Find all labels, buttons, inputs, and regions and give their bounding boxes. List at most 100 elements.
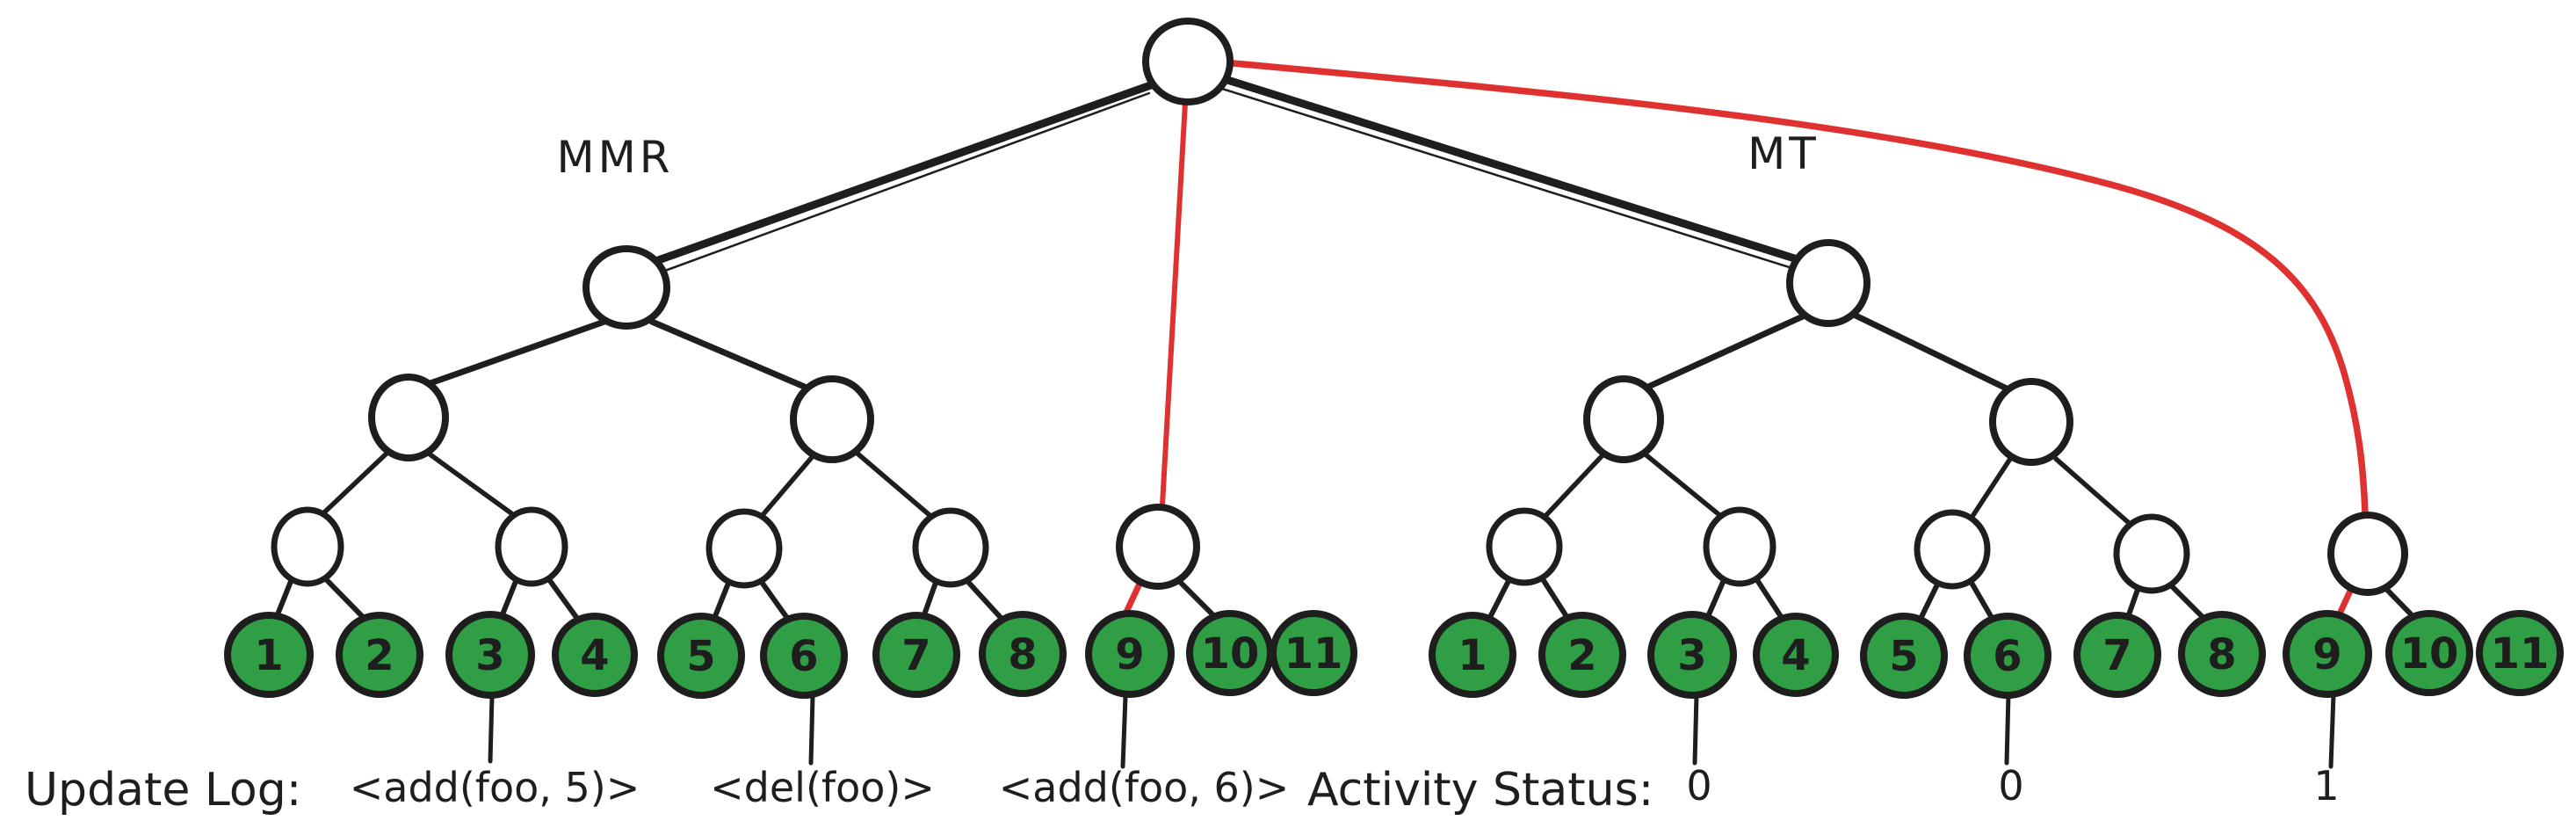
edge-mt-l4c-leaf5 bbox=[1916, 580, 1941, 625]
mt-leaf-8: 8 bbox=[2178, 611, 2266, 697]
mmr-leaves: 1 2 3 4 5 6 7 8 9 10 11 bbox=[224, 610, 1357, 699]
edge-mmr-l4a-leaf2 bbox=[322, 576, 368, 622]
activity-status-value-1: 0 bbox=[1686, 762, 1711, 810]
edge-mmr-peak-l3b bbox=[648, 318, 810, 391]
activity-status-value-2: 0 bbox=[1998, 762, 2023, 810]
mmr-l4-node-c bbox=[706, 508, 783, 589]
mmr-tree: 1 2 3 4 5 6 7 8 9 10 11 bbox=[224, 245, 1357, 699]
mmr-leaf-3-label: 3 bbox=[475, 631, 504, 680]
edge-mt-l4b-leaf3 bbox=[1704, 577, 1726, 623]
mmr-leaf-8-label: 8 bbox=[1008, 630, 1037, 679]
mt-leaf-1: 1 bbox=[1429, 612, 1516, 698]
edge-mmr-l4c-leaf6 bbox=[758, 578, 792, 623]
update-log-entry-1: <add(foo, 5)> bbox=[350, 764, 640, 811]
update-log: Update Log: <add(foo, 5)> <del(foo)> <ad… bbox=[25, 693, 1290, 817]
mt-leaf-5-label: 5 bbox=[1889, 632, 1918, 681]
mmr-leaf-6-label: 6 bbox=[789, 632, 818, 681]
edge-mt-l4c-leaf6 bbox=[1969, 580, 1997, 625]
edge-mt-root-l3b bbox=[1850, 311, 2014, 394]
edge-root-to-mt-root bbox=[1220, 75, 1807, 265]
edge-mt-l4d-leaf8 bbox=[2169, 584, 2210, 624]
mt-leaf-9: 9 bbox=[2283, 610, 2372, 698]
mt-leaf-7-label: 7 bbox=[2102, 631, 2131, 680]
edge-mt-root-l3a bbox=[1645, 313, 1806, 390]
edge-mmr-l4b-leaf3 bbox=[498, 577, 519, 621]
update-log-tick-leaf9 bbox=[1120, 693, 1128, 769]
mt-leaf-2: 2 bbox=[1538, 612, 1626, 698]
mmr-leaf-6: 6 bbox=[760, 613, 848, 699]
mmr-internal-nodes bbox=[271, 245, 1200, 590]
activity-status-value-3: 1 bbox=[2313, 762, 2339, 810]
mt-leaves: 1 2 3 4 5 6 7 8 9 10 11 bbox=[1429, 610, 2564, 699]
mt-l3-node-b bbox=[1989, 378, 2073, 466]
edge-mmr-l4a-leaf1 bbox=[273, 577, 294, 621]
mmr-leaf-5-label: 5 bbox=[686, 632, 715, 681]
activity-status-tick-leaf9 bbox=[2328, 692, 2336, 769]
mmr-leaf-9: 9 bbox=[1085, 610, 1175, 698]
edge-root-to-mt-root-sketch bbox=[1218, 86, 1799, 272]
mt-leaf-6: 6 bbox=[1964, 613, 2051, 699]
mt-leaf-3-label: 3 bbox=[1677, 631, 1706, 680]
activity-status: Activity Status: 0 0 1 bbox=[1307, 692, 2340, 817]
edge-mmr-peak-l3a bbox=[422, 318, 608, 388]
mt-l4-node-a bbox=[1486, 507, 1563, 586]
mt-leaf-4: 4 bbox=[1753, 613, 1839, 697]
edge-mt-l3a-l4a bbox=[1544, 453, 1605, 518]
edge-mmr-l3b-l4c bbox=[760, 453, 816, 518]
edge-mt-l4b-leaf4 bbox=[1755, 577, 1786, 623]
mmr-l4-node-d bbox=[912, 507, 989, 588]
mt-l3-node-a bbox=[1583, 375, 1664, 463]
mmr-l3-node-a bbox=[368, 374, 449, 461]
activity-status-label: Activity Status: bbox=[1307, 764, 1653, 817]
edge-mmr-l4d-leaf8 bbox=[964, 577, 1006, 623]
mmr-leaf-4: 4 bbox=[552, 613, 638, 697]
global-root-node bbox=[1142, 18, 1234, 105]
mt-internal-nodes bbox=[1486, 239, 2408, 596]
edge-mt-l4a-leaf1 bbox=[1486, 577, 1512, 623]
edge-mmr-l3a-l4a bbox=[321, 449, 391, 516]
mt-l4-node-c bbox=[1914, 509, 1991, 590]
mt-leaf-10-label: 10 bbox=[2400, 629, 2459, 679]
mt-leaf-10: 10 bbox=[2385, 610, 2473, 696]
mt-leaf-4-label: 4 bbox=[1781, 631, 1810, 680]
mt-edges bbox=[1486, 311, 2420, 625]
update-log-tick-leaf3 bbox=[488, 693, 495, 764]
mt-leaf-9-label: 9 bbox=[2312, 630, 2341, 679]
mt-root-node bbox=[1786, 239, 1870, 327]
update-log-entry-3: <add(foo, 6)> bbox=[999, 764, 1290, 811]
mt-subpeak-node bbox=[2327, 512, 2408, 596]
mmr-leaf-10: 10 bbox=[1186, 610, 1274, 696]
mmr-subpeak-node bbox=[1116, 504, 1200, 590]
edge-mmr-l4e-leaf10 bbox=[1176, 578, 1220, 622]
mmr-leaf-8: 8 bbox=[979, 611, 1067, 697]
mt-leaf-8-label: 8 bbox=[2207, 630, 2236, 679]
mmr-edges bbox=[273, 318, 1220, 625]
edge-root-to-mmr-subpeak-red bbox=[1160, 100, 1188, 507]
mmr-leaf-4-label: 4 bbox=[580, 631, 609, 680]
mt-leaf-1-label: 1 bbox=[1458, 631, 1487, 680]
mmr-leaf-7: 7 bbox=[872, 612, 960, 698]
edge-mmr-l4b-leaf4 bbox=[546, 576, 581, 622]
mmr-peak-node bbox=[582, 245, 670, 330]
activity-status-tick-leaf3 bbox=[1692, 692, 1699, 766]
edge-mmr-l3b-l4d bbox=[855, 451, 932, 518]
mmr-leaf-3: 3 bbox=[445, 611, 535, 699]
mmr-leaf-5: 5 bbox=[657, 613, 745, 699]
edge-mt-l3b-l4d bbox=[2053, 456, 2131, 525]
update-log-tick-leaf6 bbox=[808, 693, 815, 766]
edge-mt-l4a-leaf2 bbox=[1540, 577, 1572, 623]
mt-leaf-2-label: 2 bbox=[1567, 631, 1596, 680]
mt-leaf-5: 5 bbox=[1860, 613, 1948, 699]
edge-root-to-mt-subnode-red-curve bbox=[1230, 60, 2369, 519]
mmr-leaf-11: 11 bbox=[1270, 610, 1357, 696]
edge-root-to-mmr-peak bbox=[644, 78, 1162, 268]
edge-mt-l3b-l4c bbox=[1969, 456, 2013, 520]
mmr-l3-node-b bbox=[790, 375, 874, 463]
mmr-l4-node-b bbox=[495, 506, 568, 587]
mmr-leaf-11-label: 11 bbox=[1284, 629, 1343, 679]
root-edges bbox=[644, 60, 2369, 519]
mmr-leaf-9-label: 9 bbox=[1115, 630, 1144, 679]
mmr-leaf-1-label: 1 bbox=[254, 631, 283, 680]
mt-leaf-11: 11 bbox=[2476, 610, 2564, 696]
